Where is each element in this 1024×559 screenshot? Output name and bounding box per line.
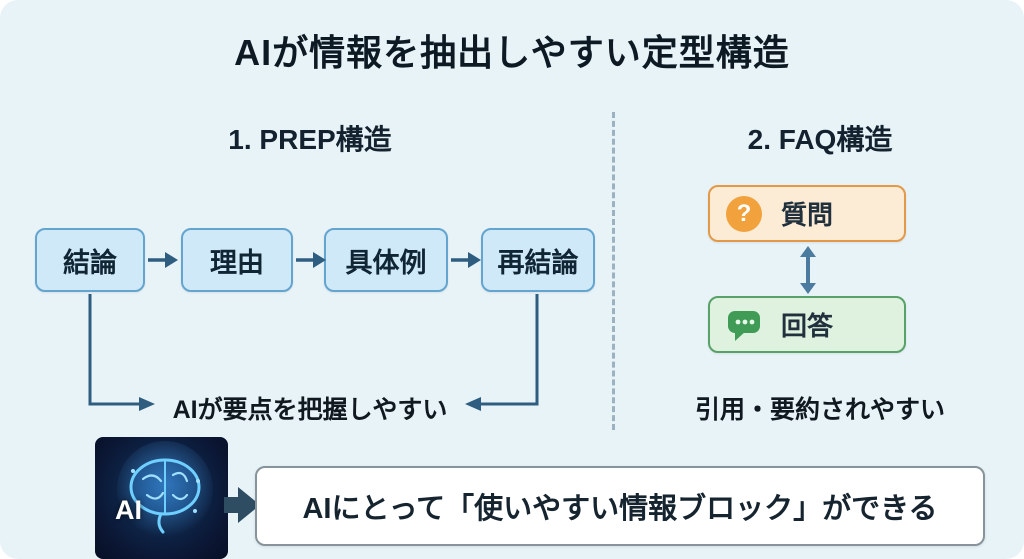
- faq-question-label: 質問: [780, 200, 833, 230]
- prep-note: AIが要点を把握しやすい: [172, 396, 448, 424]
- prep-box-conclusion: 結論: [35, 228, 145, 292]
- speech-bubble-icon: [728, 311, 760, 341]
- ai-label: AI: [115, 495, 142, 525]
- flow-arrow-icon: [296, 252, 326, 268]
- prep-box-reconclusion: 再結論: [481, 228, 595, 292]
- big-arrow-icon: [224, 497, 238, 513]
- faq-answer-label: 回答: [780, 311, 833, 341]
- conclusion-message-box: AIにとって「使いやすい情報ブロック」ができる: [255, 466, 985, 546]
- faq-question-box: ? 質問: [708, 185, 906, 242]
- prep-box-example: 具体例: [324, 228, 448, 292]
- prep-connector-arrows-icon: [88, 294, 539, 411]
- question-mark-icon: ?: [726, 196, 762, 232]
- ai-brain-image: AI: [95, 437, 228, 559]
- brain-icon: [117, 441, 213, 537]
- faq-answer-box: 回答: [708, 296, 906, 353]
- prep-box-reason: 理由: [181, 228, 293, 292]
- prep-section-heading: 1. PREP構造: [228, 124, 392, 155]
- faq-note: 引用・要約されやすい: [694, 396, 945, 424]
- page-title: AIが情報を抽出しやすい定型構造: [234, 32, 790, 73]
- flow-arrow-icon: [451, 252, 481, 268]
- flow-arrow-icon: [148, 252, 178, 268]
- section-divider: [612, 112, 615, 430]
- double-arrow-icon: [800, 246, 816, 294]
- faq-section-heading: 2. FAQ構造: [747, 124, 893, 155]
- big-arrow-icon: [238, 487, 260, 523]
